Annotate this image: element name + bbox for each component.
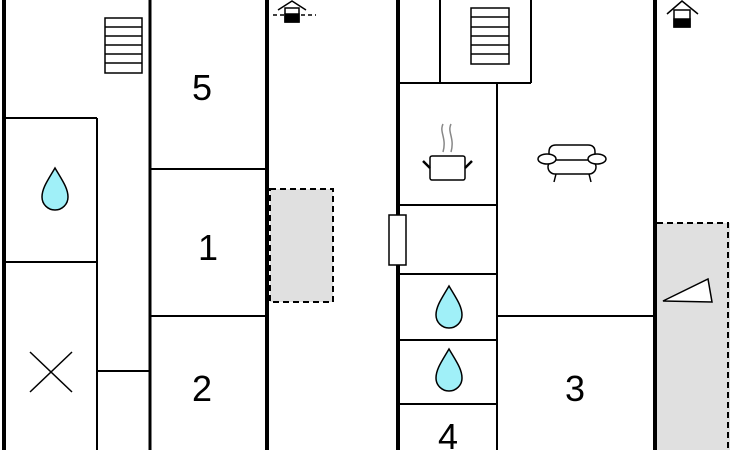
exit-icon (666, 0, 699, 28)
room-1-label: 1 (198, 227, 218, 268)
room-4-label: 4 (438, 416, 458, 450)
stairs-icon (104, 17, 143, 74)
sofa-icon (537, 144, 607, 183)
water-drop-icon (435, 347, 463, 392)
terrace-area (657, 223, 730, 450)
exit-icon (273, 0, 316, 23)
room-3-label: 3 (565, 368, 585, 409)
window-icon (388, 214, 407, 266)
room-5-label: 5 (192, 67, 212, 108)
cooking-pot-icon (422, 123, 473, 181)
water-drop-icon (41, 166, 69, 211)
cross-icon (29, 351, 73, 393)
water-drop-icon (435, 284, 463, 329)
room-2-label: 2 (192, 368, 212, 409)
stairs-icon (470, 7, 510, 65)
triangle-icon (662, 277, 713, 303)
terrace-area (269, 188, 334, 303)
